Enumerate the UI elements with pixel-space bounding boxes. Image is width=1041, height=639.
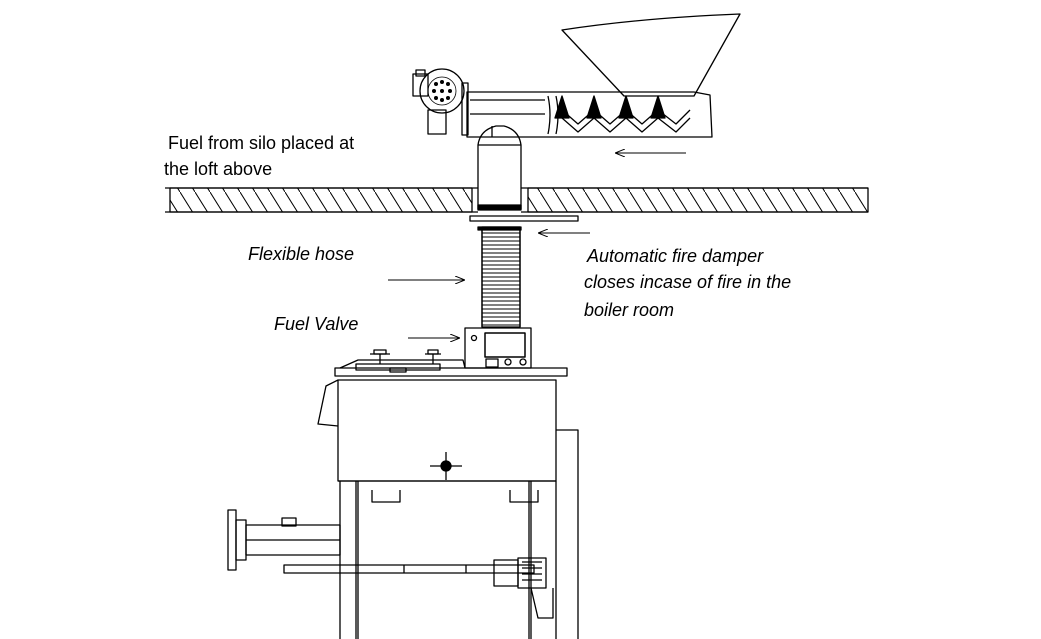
flexible-hose-label: Flexible hose [248, 244, 355, 264]
conveyor-motor [412, 68, 469, 136]
fuel-hopper [561, 13, 741, 97]
fuel-valve [464, 327, 532, 369]
fuel-source-label-line1: Fuel from silo placed at [168, 133, 355, 153]
feeder-motor [493, 557, 554, 619]
fuel-valve-label: Fuel Valve [274, 314, 359, 334]
fire-damper-label-line3: boiler room [584, 300, 675, 320]
downspout-pipe [469, 125, 579, 222]
flexible-hose [477, 226, 522, 328]
boiler-top-plate [334, 349, 568, 377]
fire-damper-label-line2: closes incase of fire in the [584, 272, 792, 292]
boiler-body [317, 379, 579, 639]
fire-damper-label-line1: Automatic fire damper [587, 246, 764, 266]
floor-slab [165, 187, 869, 213]
side-feeder [227, 509, 535, 574]
screw-conveyor [466, 91, 713, 138]
fuel-source-label-line2: the loft above [164, 159, 273, 179]
annotation-arrows [388, 153, 686, 338]
